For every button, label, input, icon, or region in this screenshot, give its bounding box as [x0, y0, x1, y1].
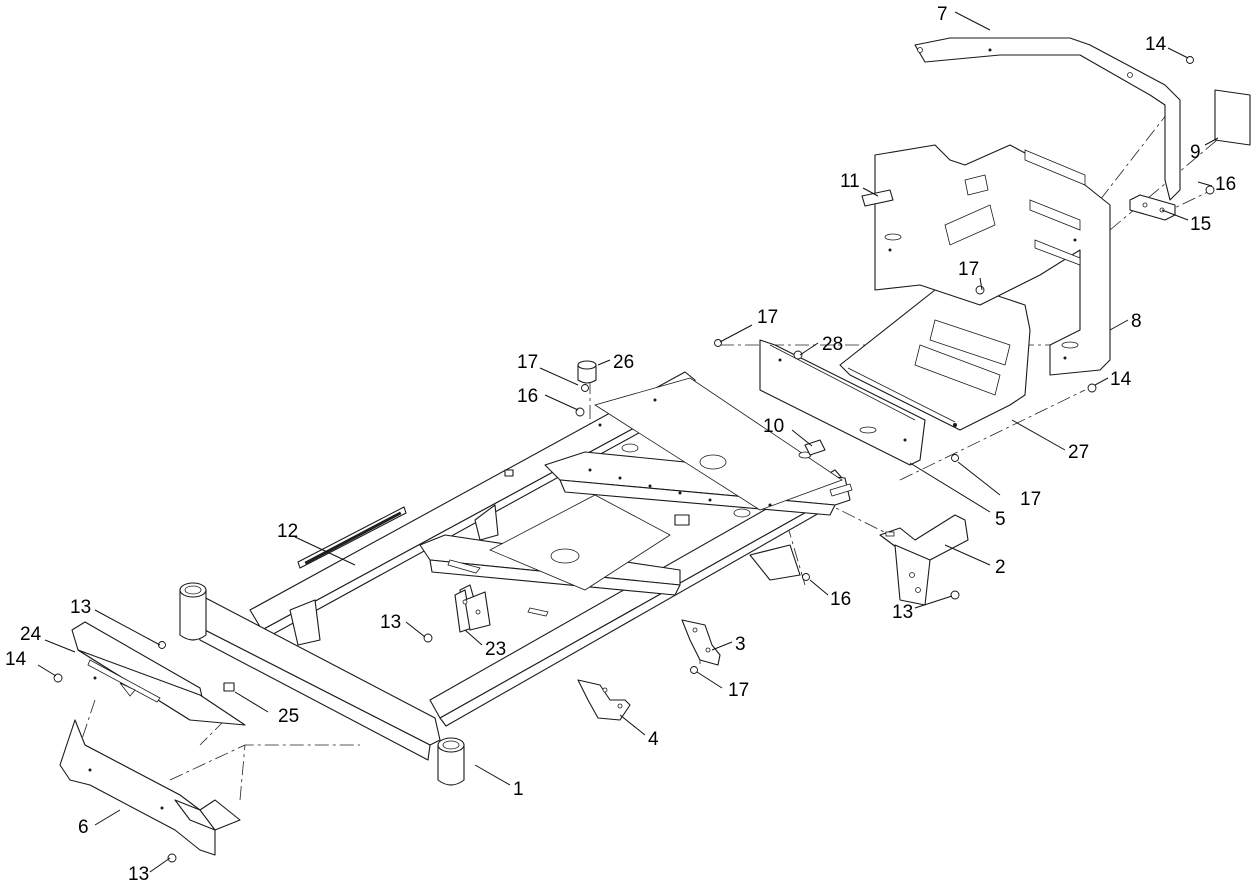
callout-17-mid: 17: [517, 352, 538, 373]
bracket-3: [681, 619, 721, 666]
callout-24: 24: [20, 624, 42, 645]
bracket-4: [577, 679, 631, 721]
callout-27: 27: [1068, 442, 1089, 463]
front-shield-24: [71, 621, 246, 726]
callout-9: 9: [1190, 142, 1201, 163]
callout-3: 3: [735, 634, 746, 655]
callout-5: 5: [995, 509, 1006, 530]
callout-1: 1: [513, 779, 524, 800]
callout-15: 15: [1190, 214, 1211, 235]
front-shield-6: [59, 719, 241, 856]
handle-7: [914, 37, 1181, 201]
callout-13-front: 13: [70, 597, 91, 618]
main-frame: [179, 371, 853, 786]
seat-support-8: [874, 144, 1111, 376]
callout-16-lower: 16: [830, 589, 851, 610]
fasteners: [53, 56, 1215, 863]
callout-23: 23: [485, 639, 506, 660]
callout-13-mid: 13: [380, 612, 401, 633]
callout-14-left: 14: [5, 649, 27, 670]
callout-25: 25: [278, 706, 299, 727]
callout-11: 11: [840, 171, 860, 192]
bracket-23: [454, 589, 491, 633]
bumper-26: [577, 360, 597, 384]
leader-lines: [37, 11, 1219, 873]
callout-6: 6: [78, 817, 89, 838]
callout-16-right: 16: [1215, 174, 1236, 195]
pad-9: [1214, 89, 1251, 146]
decal-12: [297, 506, 407, 569]
callout-26: 26: [613, 352, 634, 373]
plate-15: [1129, 194, 1176, 221]
callout-17-right: 17: [1020, 489, 1041, 510]
callout-8: 8: [1131, 311, 1142, 332]
callout-17-lower: 17: [728, 680, 749, 701]
callout-labels: 1 2 3 4 5 6 7 8 9 10 11 12 13 13 13 13 1…: [5, 4, 1236, 885]
callout-17-panel: 17: [757, 307, 778, 328]
callout-14-right: 14: [1110, 369, 1132, 390]
bushing-25: [223, 682, 235, 692]
panel-5: [759, 339, 926, 466]
callout-7: 7: [937, 4, 948, 25]
callout-13-bottom: 13: [128, 864, 149, 885]
callout-14-top: 14: [1145, 34, 1167, 55]
callout-17-seat: 17: [958, 259, 979, 280]
hinge-10: [804, 439, 826, 456]
callout-2: 2: [995, 557, 1006, 578]
callout-10: 10: [763, 416, 784, 437]
callout-12: 12: [277, 521, 298, 542]
callout-13-right: 13: [892, 602, 913, 623]
bracket-2: [879, 514, 969, 606]
callout-4: 4: [648, 729, 659, 750]
callout-16-mid: 16: [517, 386, 538, 407]
decal-11: [861, 189, 894, 207]
callout-28: 28: [822, 334, 843, 355]
